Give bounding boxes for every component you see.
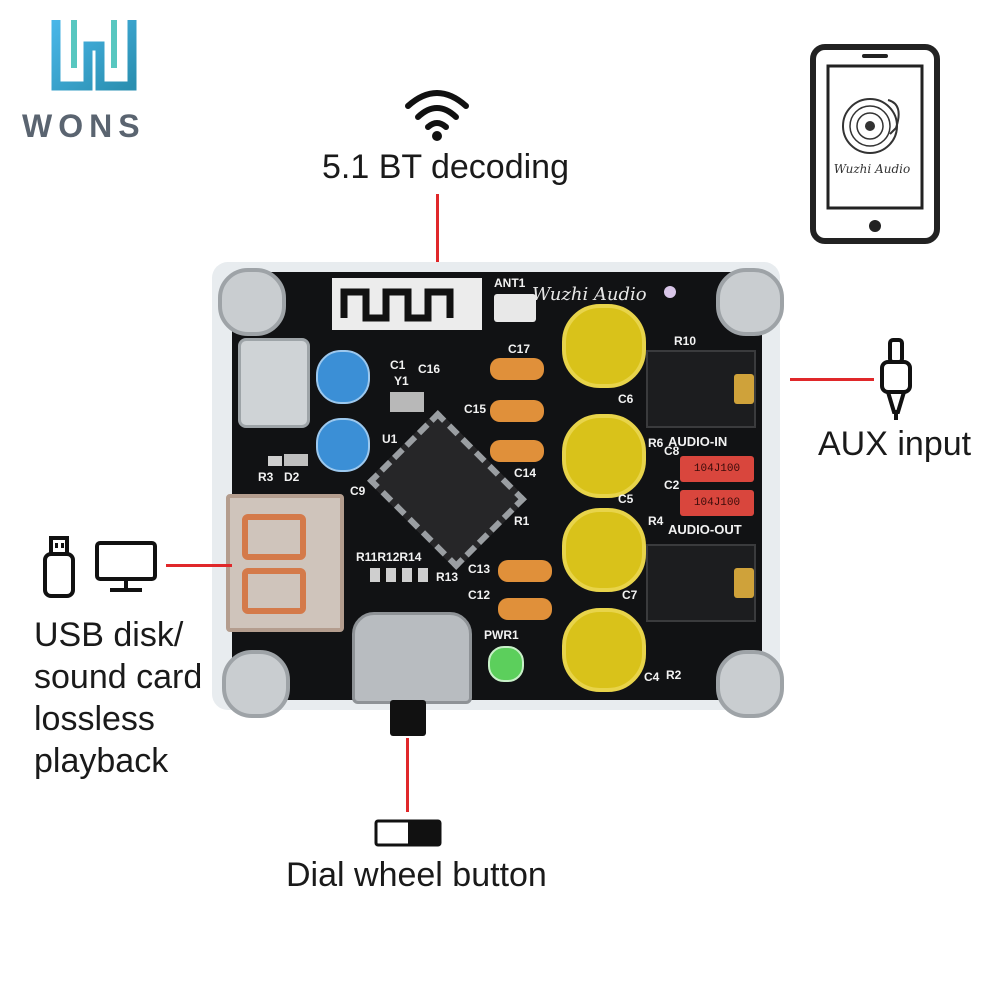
aux-input-label: AUX input <box>818 425 972 463</box>
silk-r10: R10 <box>674 334 697 348</box>
capacitor-blue-2 <box>316 418 370 472</box>
capacitor-c4 <box>562 608 646 692</box>
wons-w-icon <box>51 20 137 91</box>
silk-d2: D2 <box>284 470 300 484</box>
usb-a-slot-1 <box>242 514 306 560</box>
silk-pwr1: PWR1 <box>484 628 519 642</box>
power-led <box>488 646 524 682</box>
silk-r3: R3 <box>258 470 274 484</box>
silk-c2: C2 <box>664 478 680 492</box>
screw-top-right <box>716 268 784 336</box>
tantalum-c14 <box>490 440 544 462</box>
rca-plug-icon <box>880 338 912 420</box>
silk-c8: C8 <box>664 444 680 458</box>
silk-y1: Y1 <box>394 374 409 388</box>
screw-bottom-right <box>716 650 784 718</box>
silk-r1: R1 <box>514 514 530 528</box>
silk-c6: C6 <box>618 392 634 406</box>
screw-top-left <box>218 268 286 336</box>
usb-stick-icon <box>43 536 75 598</box>
silk-c9: C9 <box>350 484 366 498</box>
silk-c14: C14 <box>514 466 537 480</box>
film-cap-1: 104J100 <box>680 456 754 482</box>
usb-a-port <box>226 494 344 632</box>
audio-out-jack-contact <box>734 568 754 598</box>
silk-r4: R4 <box>648 514 664 528</box>
silk-audio-in: AUDIO-IN <box>668 434 728 449</box>
silk-ant1: ANT1 <box>494 276 526 290</box>
brand-logo-text: WONS <box>22 108 146 144</box>
dial-wheel[interactable] <box>352 612 472 704</box>
crystal-y1 <box>390 392 424 412</box>
usb-label-line-1: USB disk/ <box>34 616 184 654</box>
smd-d2 <box>284 454 308 466</box>
capacitor-c5 <box>562 414 646 498</box>
silk-r2: R2 <box>666 668 682 682</box>
wifi-icon <box>405 90 469 141</box>
usb-label-line-3: lossless <box>34 700 155 738</box>
bt-antenna-icon <box>332 278 482 330</box>
silk-r11-r14: R11R12R14 <box>356 550 422 564</box>
usb-c-port <box>238 338 310 428</box>
smd-r3 <box>268 456 282 466</box>
silk-r6: R6 <box>648 436 664 450</box>
silk-c12: C12 <box>468 588 491 602</box>
dial-wheel-label: Dial wheel button <box>286 856 547 894</box>
silk-audio-out: AUDIO-OUT <box>668 522 742 537</box>
silk-c1: C1 <box>390 358 406 372</box>
usb-label-line-4: playback <box>34 742 169 780</box>
brand-silk: Wuzhi Audio <box>532 284 647 305</box>
led-top <box>664 286 676 298</box>
dial-knob[interactable] <box>390 700 426 736</box>
silk-r13: R13 <box>436 570 459 584</box>
silk-c15: C15 <box>464 402 487 416</box>
smartphone-icon <box>810 44 940 244</box>
phone-caption: Wuzhi Audio <box>833 162 911 176</box>
screw-bottom-left <box>222 650 290 718</box>
silk-c13: C13 <box>468 562 491 576</box>
toggle-switch-icon <box>374 819 442 847</box>
silk-c5: C5 <box>618 492 634 506</box>
pcb-board: ANT1 Wuzhi Audio C1 Y1 C16 U1 R3 D2 C9 C… <box>232 272 762 704</box>
tantalum-c13 <box>498 560 552 582</box>
dial-callout-line <box>406 738 409 812</box>
tantalum-c17 <box>490 358 544 380</box>
aux-callout-line <box>790 378 874 381</box>
capacitor-c6 <box>562 304 646 388</box>
resistor-array <box>370 568 430 582</box>
tantalum-c12 <box>498 598 552 620</box>
silk-c16: C16 <box>418 362 441 376</box>
usb-callout-line <box>166 564 232 567</box>
antenna-connector <box>494 294 536 322</box>
vinyl-record-icon <box>842 98 900 154</box>
usb-label-line-2: sound card <box>34 658 203 696</box>
usb-a-slot-2 <box>242 568 306 614</box>
audio-in-jack-contact <box>734 374 754 404</box>
silk-u1: U1 <box>382 432 398 446</box>
silk-c4: C4 <box>644 670 660 684</box>
monitor-icon <box>95 541 157 592</box>
capacitor-blue-1 <box>316 350 370 404</box>
audio-in-jack <box>646 350 756 428</box>
film-cap-2: 104J100 <box>680 490 754 516</box>
tantalum-c15 <box>490 400 544 422</box>
silk-c7: C7 <box>622 588 638 602</box>
bt-decoding-label: 5.1 BT decoding <box>322 148 569 186</box>
silk-c17: C17 <box>508 342 531 356</box>
audio-out-jack <box>646 544 756 622</box>
capacitor-c7 <box>562 508 646 592</box>
